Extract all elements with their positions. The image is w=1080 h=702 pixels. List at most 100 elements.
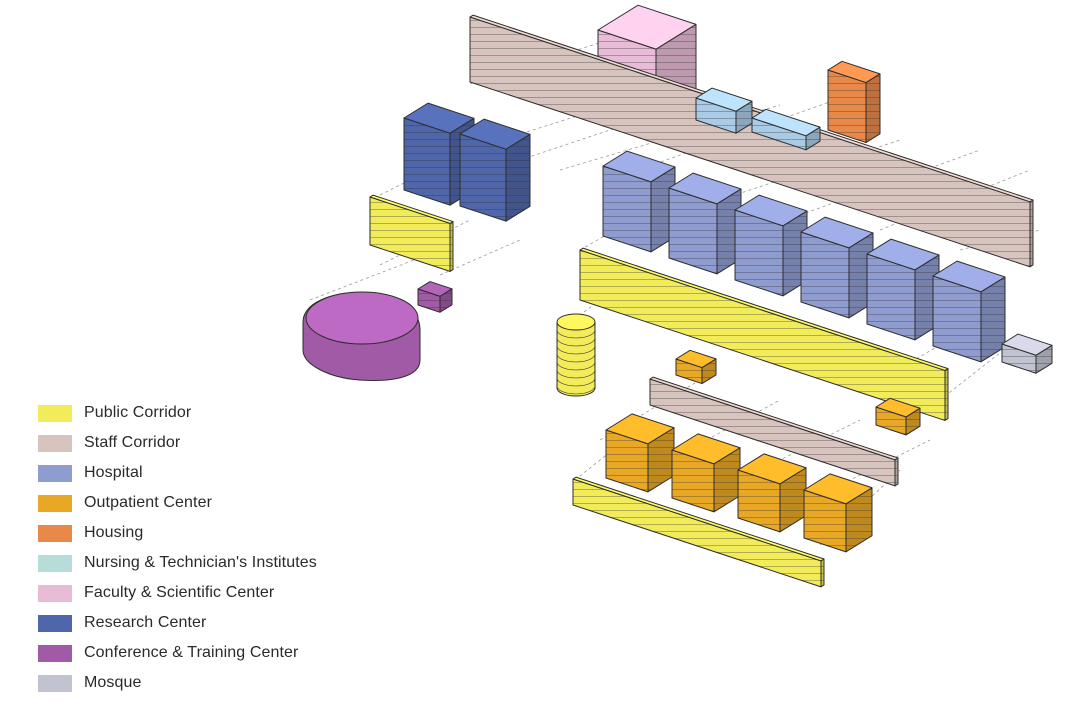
cylinder-floor-line <box>556 361 596 371</box>
legend-item-mosque: Mosque <box>38 668 317 698</box>
outpatient-block-1-right-face <box>647 427 675 493</box>
hospital-tower-5 <box>866 238 940 341</box>
outpatient-block-1-left-face <box>605 429 649 493</box>
outpatient-block-3 <box>737 453 807 533</box>
staff-corridor-lower-right-face <box>894 457 899 487</box>
technician-institute-block-top-face <box>751 108 821 137</box>
hospital-tower-6-top-face <box>932 260 1006 293</box>
staff-corridor-upper-right-face <box>1029 199 1034 268</box>
research-center-tower-2-right-face <box>505 133 531 222</box>
public-corridor-main-top-face <box>579 247 949 371</box>
outpatient-block-1 <box>605 413 675 493</box>
hospital-tower-4-left-face <box>800 231 850 319</box>
legend-swatch-staff-corridor <box>38 434 72 452</box>
legend-swatch-outpatient-center <box>38 494 72 512</box>
legend-swatch-housing <box>38 524 72 542</box>
outpatient-block-3-right-face <box>779 467 807 533</box>
legend-label-housing: Housing <box>84 524 144 541</box>
legend-label-outpatient-center: Outpatient Center <box>84 494 212 511</box>
cylinder-floor-line <box>556 369 596 379</box>
public-corridor-front <box>572 476 825 588</box>
legend-swatch-conference-training-center <box>38 644 72 662</box>
mosque-top-face <box>1001 333 1053 356</box>
building-masses <box>302 4 1053 588</box>
guide-line-21 <box>939 344 1011 401</box>
research-center-tower-1 <box>403 102 475 206</box>
conference-training-center <box>302 291 421 381</box>
hospital-tower-4 <box>800 216 874 319</box>
hospital-tower-4-top-face <box>800 216 874 249</box>
outpatient-block-3-top-face <box>737 453 807 485</box>
outpatient-small-block-2-top-face <box>875 397 921 418</box>
hospital-tower-1-top-face <box>602 150 676 183</box>
research-center-tower-2 <box>459 118 531 222</box>
legend-item-nursing-institutes: Nursing & Technician's Institutes <box>38 548 317 578</box>
cylinder-floor-line <box>556 329 596 339</box>
outpatient-block-2-top-face <box>671 433 741 465</box>
legend-item-hospital: Hospital <box>38 458 317 488</box>
hospital-tower-2 <box>668 172 742 275</box>
cylinder-floor-line <box>556 377 596 387</box>
research-center-tower-2-left-face <box>459 133 507 222</box>
legend-label-hospital: Hospital <box>84 464 143 481</box>
training-center-annex-top-face <box>417 281 453 297</box>
hospital-tower-2-left-face <box>668 187 718 275</box>
outpatient-block-2 <box>671 433 741 513</box>
hospital-tower-5-left-face <box>866 253 916 341</box>
legend-label-staff-corridor: Staff Corridor <box>84 434 181 451</box>
housing-tower <box>827 60 881 144</box>
hospital-tower-2-top-face <box>668 172 742 205</box>
legend: Public Corridor Staff Corridor Hospital … <box>38 398 317 698</box>
public-corridor-research <box>369 194 454 272</box>
cylinder-top <box>556 313 596 331</box>
staff-corridor-lower <box>649 376 899 487</box>
legend-item-public-corridor: Public Corridor <box>38 398 317 428</box>
legend-swatch-faculty-scientific-center <box>38 584 72 602</box>
legend-label-mosque: Mosque <box>84 674 142 691</box>
legend-label-research-center: Research Center <box>84 614 207 631</box>
legend-item-conference-training-center: Conference & Training Center <box>38 638 317 668</box>
legend-swatch-mosque <box>38 674 72 692</box>
mosque <box>1001 333 1053 374</box>
cylinder-floor-line <box>556 345 596 355</box>
legend-swatch-hospital <box>38 464 72 482</box>
public-corridor-main <box>579 247 949 421</box>
outpatient-small-block-1-top-face <box>675 349 717 369</box>
legend-label-nursing-institutes: Nursing & Technician's Institutes <box>84 554 317 571</box>
nursing-institute-block <box>695 87 753 134</box>
conference-center-roof <box>305 291 419 345</box>
hospital-tower-3-top-face <box>734 194 808 227</box>
legend-swatch-nursing-institutes <box>38 554 72 572</box>
outpatient-block-4-right-face <box>845 487 873 553</box>
technician-institute-block <box>751 108 821 151</box>
public-corridor-research-top-face <box>369 194 454 224</box>
legend-label-conference-training-center: Conference & Training Center <box>84 644 299 661</box>
hospital-tower-6-right-face <box>980 276 1006 363</box>
legend-item-housing: Housing <box>38 518 317 548</box>
staff-corridor-lower-top-face <box>649 376 899 461</box>
public-corridor-research-right-face <box>449 221 454 272</box>
public-corridor-front-right-face <box>820 558 825 588</box>
outpatient-block-3-left-face <box>737 469 781 533</box>
legend-label-public-corridor: Public Corridor <box>84 404 192 421</box>
legend-swatch-research-center <box>38 614 72 632</box>
legend-item-faculty-scientific-center: Faculty & Scientific Center <box>38 578 317 608</box>
cylinder-floor-line <box>556 385 596 395</box>
hospital-tower-3-left-face <box>734 209 784 297</box>
guide-line-4 <box>609 99 836 181</box>
research-center-tower-1-top-face <box>403 102 475 134</box>
legend-label-faculty-scientific-center: Faculty & Scientific Center <box>84 584 275 601</box>
outpatient-small-block-1 <box>675 349 717 385</box>
hospital-tower-3 <box>734 194 808 297</box>
outpatient-block-4 <box>803 473 873 553</box>
cylinder-floor-line <box>556 337 596 347</box>
hospital-tower-1 <box>602 150 676 253</box>
outpatient-block-4-left-face <box>803 489 847 553</box>
outpatient-small-block-2 <box>875 397 921 436</box>
training-center-annex <box>417 281 453 313</box>
cylinder-floor-line <box>556 353 596 363</box>
housing-tower-right-face <box>865 73 881 144</box>
outpatient-block-1-top-face <box>605 413 675 445</box>
legend-item-outpatient-center: Outpatient Center <box>38 488 317 518</box>
